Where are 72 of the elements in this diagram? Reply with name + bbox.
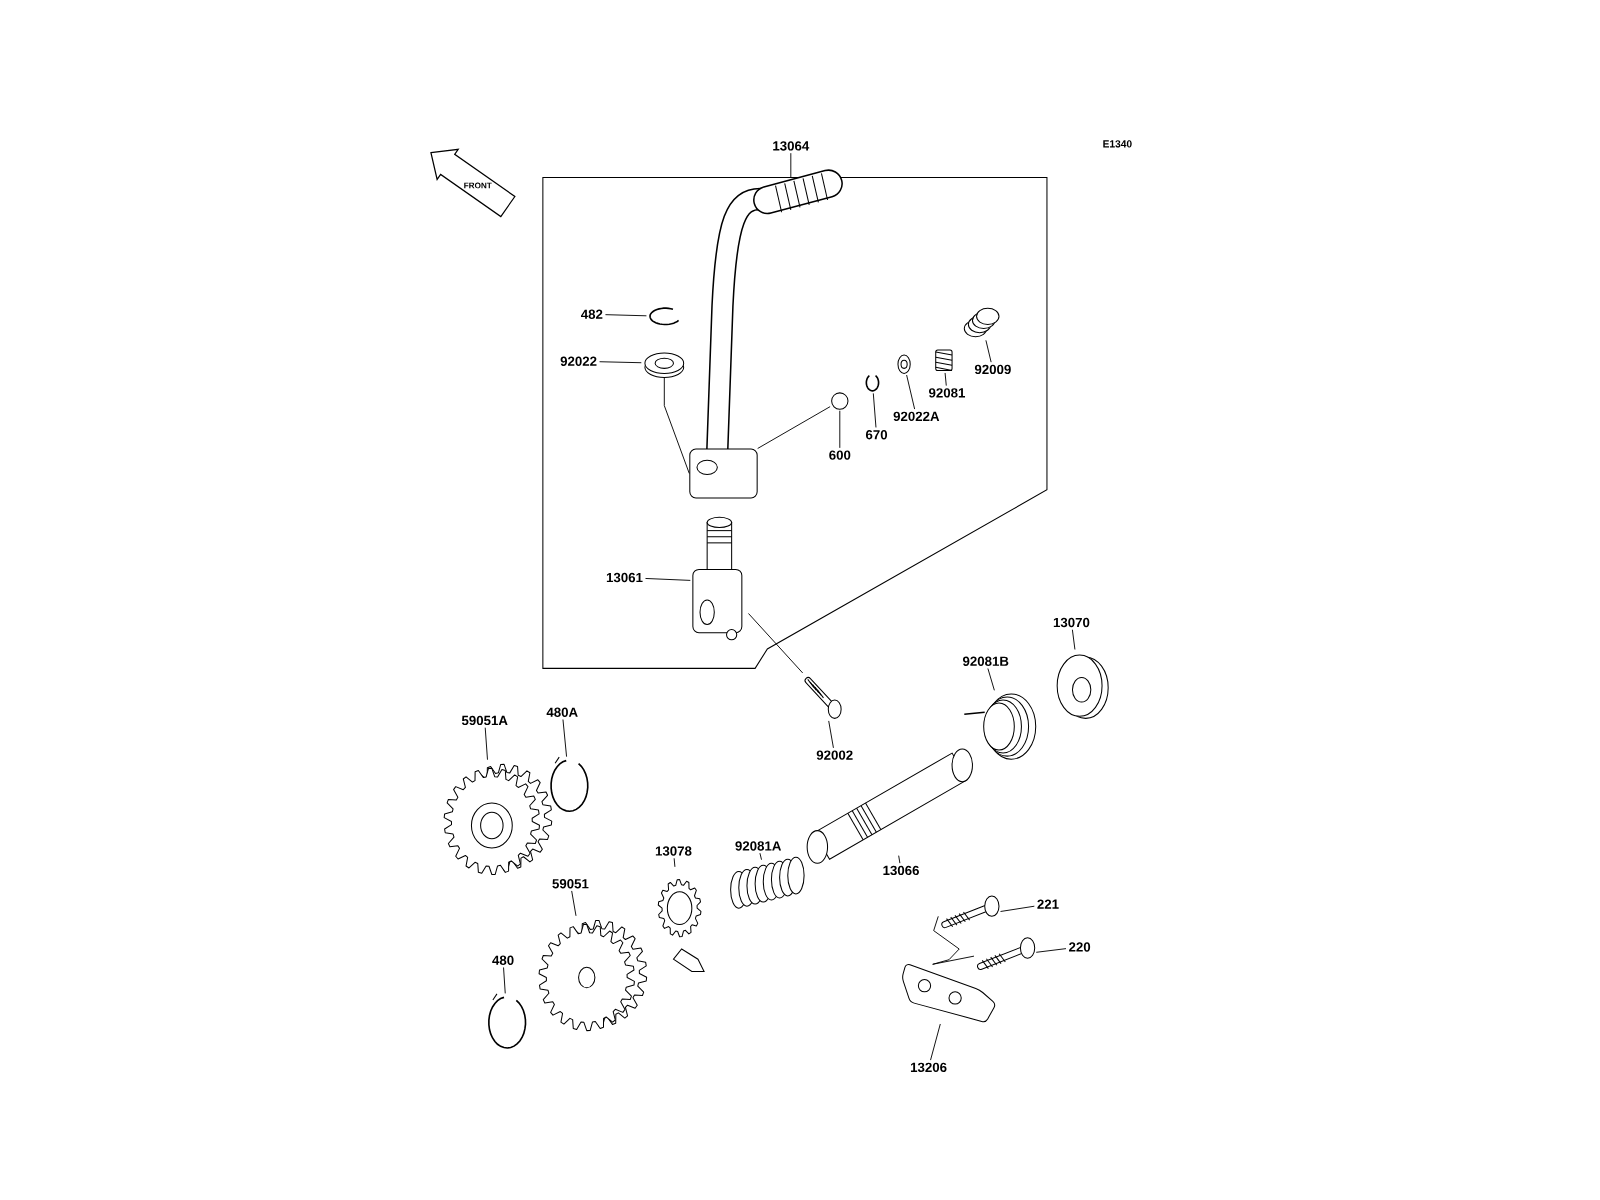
circlip-drawing xyxy=(550,756,589,813)
leader-line xyxy=(790,152,792,178)
spring-drawing xyxy=(935,349,953,371)
crank-drawing xyxy=(692,516,743,641)
callout-number: 92081B xyxy=(962,656,1009,666)
callout-number: 221 xyxy=(1037,899,1059,909)
spring-drawing xyxy=(730,856,805,909)
assembly-line xyxy=(757,406,831,449)
callout-number: 59051A xyxy=(461,715,508,726)
callout-number: 670 xyxy=(865,430,888,440)
callout-number: 13061 xyxy=(606,572,643,583)
circlip-drawing xyxy=(649,307,680,326)
leader-line xyxy=(759,852,762,861)
callout-number: 482 xyxy=(581,309,603,319)
leader-line xyxy=(562,719,568,758)
leader-line xyxy=(828,720,834,749)
callout-number: 92022A xyxy=(893,411,940,422)
leader-line xyxy=(987,668,995,691)
gear-drawing xyxy=(443,763,553,875)
assembly-line xyxy=(933,915,960,961)
leader-line xyxy=(906,374,916,410)
leader-line xyxy=(985,339,992,363)
leader-line xyxy=(930,1023,941,1061)
callout-number: 480A xyxy=(546,707,578,717)
washer-drawing xyxy=(644,352,685,379)
spring-drawing xyxy=(963,307,1000,338)
gear-drawing xyxy=(538,919,648,1032)
callout-number: 13070 xyxy=(1053,617,1090,628)
leader-line xyxy=(645,578,691,581)
callout-number: 92022 xyxy=(560,356,597,366)
callout-number: 59051 xyxy=(552,879,589,889)
leader-line xyxy=(872,392,877,428)
collar-drawing xyxy=(1056,654,1109,719)
assembly-line xyxy=(663,376,690,474)
assembly-frame xyxy=(542,177,1048,669)
circlip-drawing xyxy=(488,993,527,1049)
bolt-drawing xyxy=(804,677,842,719)
leader-line xyxy=(571,890,577,917)
callout-number: 13078 xyxy=(655,846,692,856)
callout-number: 92081A xyxy=(735,841,782,851)
callout-number: 92009 xyxy=(974,364,1011,375)
callout-number: 220 xyxy=(1069,942,1091,952)
bolt-drawing xyxy=(977,937,1036,970)
assembly-line xyxy=(932,955,975,965)
shaft-drawing xyxy=(806,748,973,864)
ball-drawing xyxy=(831,392,849,410)
leader-line xyxy=(605,314,647,317)
leader-line xyxy=(1071,629,1076,650)
drawing-code: E1340 xyxy=(1103,140,1132,148)
plate-drawing xyxy=(902,963,996,1023)
callout-number: 92081 xyxy=(928,388,965,398)
bolt-drawing xyxy=(941,895,1000,929)
leader-line xyxy=(503,967,506,994)
leader-line xyxy=(944,372,947,387)
callout-number: 13206 xyxy=(910,1062,947,1073)
leader-line xyxy=(1000,905,1035,912)
torsion-spring-drawing xyxy=(963,693,1037,760)
ratchet-drawing xyxy=(657,879,705,972)
leader-line xyxy=(599,361,642,364)
leader-line xyxy=(898,855,901,864)
ring-drawing xyxy=(865,374,880,392)
leader-line xyxy=(484,727,488,761)
callout-number: 600 xyxy=(829,450,851,460)
callout-number: 13066 xyxy=(883,865,919,876)
leader-line xyxy=(673,857,676,868)
washer-drawing xyxy=(897,354,911,374)
assembly-line xyxy=(748,613,804,674)
callout-number: 480 xyxy=(492,955,514,965)
leader-line xyxy=(1035,948,1067,953)
callout-number: 13064 xyxy=(773,141,810,151)
leader-line xyxy=(839,410,841,449)
callout-number: 92002 xyxy=(816,750,853,760)
